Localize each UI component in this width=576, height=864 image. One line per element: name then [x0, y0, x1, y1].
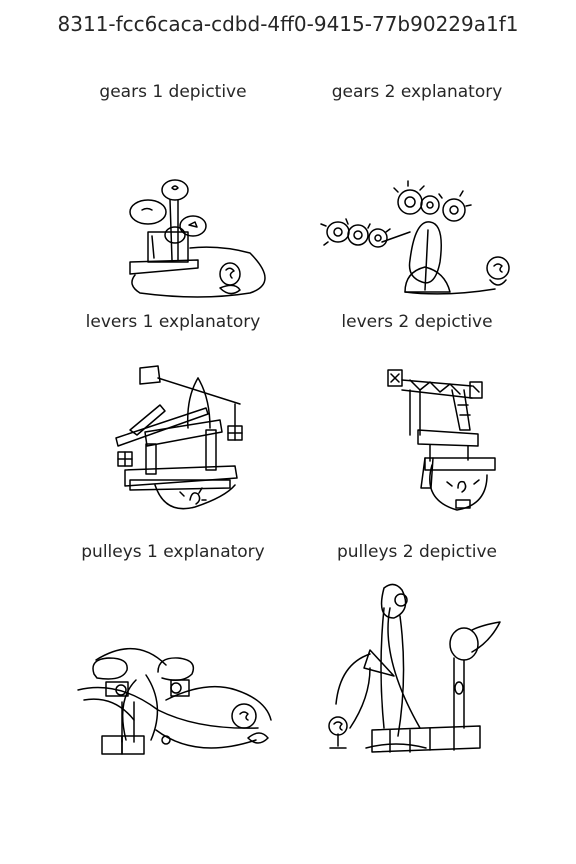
- panel-label-pulleys-1: pulleys 1 explanatory: [81, 542, 265, 562]
- panel-label-pulleys-2: pulleys 2 depictive: [336, 542, 498, 562]
- panel-label-gears-1: gears 1 depictive: [99, 82, 247, 102]
- sketch-levers-1: [115, 365, 243, 510]
- page-title: 8311-fcc6caca-cdbd-4ff0-9415-77b90229a1f…: [57, 12, 519, 36]
- sketch-gears-2: [320, 180, 510, 295]
- sketch-levers-2: [387, 369, 496, 511]
- panel-label-gears-2: gears 2 explanatory: [331, 82, 503, 102]
- sketch-gears-1: [129, 179, 266, 298]
- sketch-pulleys-1: [77, 648, 272, 755]
- panel-label-levers-2: levers 2 depictive: [341, 312, 493, 332]
- sketch-pulleys-2: [328, 583, 501, 753]
- panel-label-levers-1: levers 1 explanatory: [85, 312, 261, 332]
